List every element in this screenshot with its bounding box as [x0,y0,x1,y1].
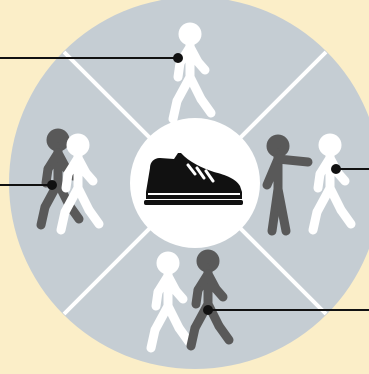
connector-dot-top [173,53,183,63]
connector-dot-right [331,164,341,174]
connector-dot-bottom [203,305,213,315]
connector-dot-left [47,180,57,190]
